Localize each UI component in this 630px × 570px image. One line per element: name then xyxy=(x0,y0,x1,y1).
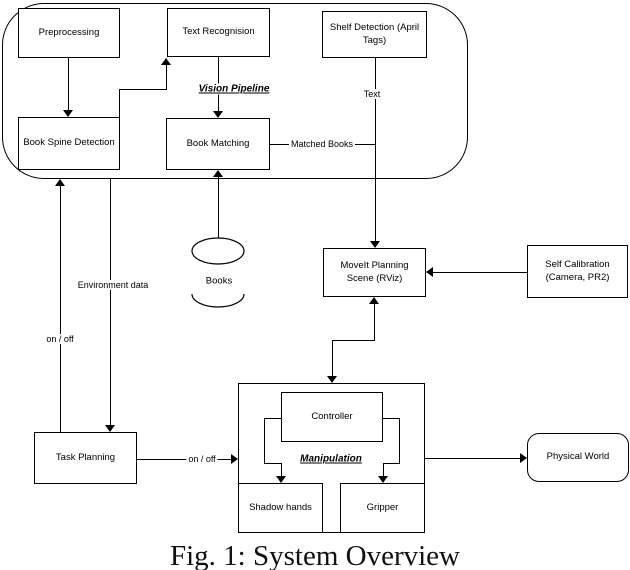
node-book-spine-detection: Book Spine Detection xyxy=(18,117,120,170)
edge-bookspine-to-textrec-v2 xyxy=(166,63,167,89)
edge-manipulation-to-physicalworld xyxy=(425,458,522,459)
edge-onoff-taskplanning-up xyxy=(60,184,61,432)
node-label: Gripper xyxy=(366,501,399,513)
edge-controller-to-gripper-h2 xyxy=(383,463,400,464)
node-text-recognision: Text Recognision xyxy=(167,8,270,57)
node-label: Controller xyxy=(311,410,353,422)
node-label: Text Recognision xyxy=(182,26,255,38)
arrowhead xyxy=(378,476,388,483)
edge-controller-to-shadowhands-h1 xyxy=(264,418,281,419)
edge-bookspine-to-textrec-v1 xyxy=(119,89,120,117)
edge-shelf-to-moveit xyxy=(375,58,376,243)
edge-label-text: Text xyxy=(361,89,383,99)
arrowhead xyxy=(370,241,380,248)
figure-caption: Fig. 1: System Overview xyxy=(170,540,460,570)
edge-controller-to-shadowhands-v2 xyxy=(281,463,282,478)
manipulation-label: Manipulation xyxy=(298,453,364,465)
edge-moveit-manipulation-v1 xyxy=(374,302,375,340)
arrowhead xyxy=(105,425,115,432)
arrowhead xyxy=(231,454,238,464)
arrowhead xyxy=(520,453,527,463)
edge-moveit-manipulation-h xyxy=(332,340,375,341)
node-label: Shelf Detection (April Tags) xyxy=(329,22,420,46)
edge-preprocessing-to-bookspine xyxy=(68,58,69,112)
arrowhead xyxy=(161,58,171,65)
edge-moveit-manipulation-v2 xyxy=(332,340,333,378)
arrowhead xyxy=(276,476,286,483)
edge-label-environment-data: Environment data xyxy=(75,280,151,290)
node-physical-world: Physical World xyxy=(527,433,629,482)
edge-controller-to-gripper-v2 xyxy=(383,463,384,478)
edge-label-on-off-task: on / off xyxy=(186,454,218,464)
node-label: Task Planning xyxy=(55,451,116,463)
edge-selfcal-to-moveit xyxy=(431,272,527,273)
node-label: Self Calibration (Camera, PR2) xyxy=(545,259,610,283)
edge-books-to-bookmatching xyxy=(218,175,219,238)
node-task-planning: Task Planning xyxy=(34,432,137,484)
node-preprocessing: Preprocessing xyxy=(18,8,120,58)
arrowhead xyxy=(327,376,337,383)
node-gripper: Gripper xyxy=(340,483,425,533)
node-book-matching: Book Matching xyxy=(166,118,270,170)
edge-controller-to-gripper-v1 xyxy=(399,418,400,463)
arrowhead xyxy=(55,179,65,186)
arrowhead xyxy=(426,267,433,277)
edge-label-matched-books: Matched Books xyxy=(288,139,356,149)
edge-environment-data xyxy=(110,179,111,427)
arrowhead xyxy=(213,170,223,177)
node-label: Preprocessing xyxy=(38,26,100,38)
node-shelf-detection: Shelf Detection (April Tags) xyxy=(322,11,427,58)
node-shadow-hands: Shadow hands xyxy=(238,483,323,533)
node-label: Shadow hands xyxy=(249,501,312,513)
arrowhead xyxy=(213,111,223,118)
node-moveit-planning-scene: MoveIt Planning Scene (RViz) xyxy=(323,248,426,297)
node-label: Book Matching xyxy=(186,137,250,149)
arrowhead xyxy=(369,297,379,304)
edge-controller-to-gripper-h1 xyxy=(383,418,400,419)
edge-label-on-off-left: on / off xyxy=(44,334,76,344)
node-self-calibration: Self Calibration (Camera, PR2) xyxy=(527,245,628,298)
node-label: MoveIt Planning Scene (RViz) xyxy=(340,260,409,284)
node-label: Physical World xyxy=(546,451,610,463)
edge-taskplanning-to-manipulation xyxy=(137,459,233,460)
books-datastore-icon xyxy=(191,237,245,308)
edge-bookspine-to-textrec-h xyxy=(119,89,167,90)
books-datastore-label: Books xyxy=(203,275,235,287)
node-label: Book Spine Detection xyxy=(23,137,115,149)
edge-controller-to-shadowhands-h2 xyxy=(264,463,281,464)
edge-controller-to-shadowhands-v1 xyxy=(264,418,265,463)
node-controller: Controller xyxy=(281,392,383,442)
vision-pipeline-label: Vision Pipeline xyxy=(196,83,272,95)
arrowhead xyxy=(63,110,73,117)
